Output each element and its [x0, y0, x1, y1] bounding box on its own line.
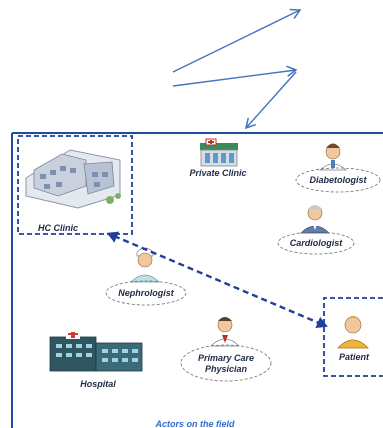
pcp-label-line2: Physician: [205, 364, 248, 374]
patient-node: Patient: [323, 297, 383, 377]
clinic-patient-link: [106, 231, 328, 329]
physician-icon: [210, 317, 240, 347]
doctor-icon: [318, 143, 348, 171]
zigzag-arrow-middle: [172, 65, 298, 87]
doctor-icon: [300, 205, 330, 234]
hc-clinic-label: HC Clinic: [38, 223, 78, 233]
private-clinic-node: Private Clinic: [189, 138, 247, 178]
cardiologist-node: Cardiologist: [277, 205, 355, 255]
diabetologist-label: Diabetologist: [309, 175, 367, 185]
diabetologist-node: Diabetologist: [295, 143, 381, 193]
main-frame: [11, 132, 383, 428]
footer-caption: Actors on the field: [154, 419, 235, 428]
primary-care-physician-node: Primary Care Physician: [180, 317, 272, 382]
hospital-node: Hospital: [49, 331, 143, 389]
zigzag-arrow-lower: [244, 71, 297, 130]
hc-clinic-node: HC Clinic: [17, 135, 133, 235]
private-clinic-label: Private Clinic: [189, 168, 246, 178]
cardiologist-label: Cardiologist: [290, 238, 344, 248]
hospital-building-icon: [49, 331, 143, 372]
pcp-label-line1: Primary Care: [198, 353, 254, 363]
top-arrows: [172, 8, 302, 130]
hospital-campus-icon: [25, 149, 121, 209]
patient-icon: [337, 316, 369, 349]
patient-label: Patient: [339, 352, 370, 362]
zigzag-arrow-upper: [172, 8, 302, 73]
clinic-building-icon: [200, 138, 238, 167]
nephrologist-label: Nephrologist: [118, 288, 175, 298]
nephrologist-node: Nephrologist: [105, 247, 187, 306]
hospital-label: Hospital: [80, 379, 116, 389]
